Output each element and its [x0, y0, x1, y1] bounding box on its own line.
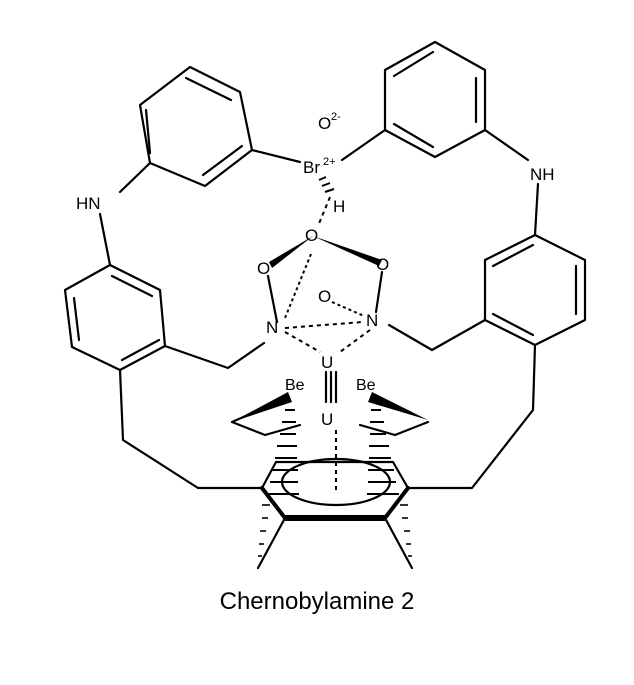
bond-nh-ring-right	[533, 182, 540, 237]
atom-o-left: O	[257, 259, 270, 278]
ring-top-right	[383, 40, 487, 159]
bond-br-left	[250, 148, 302, 164]
bond-n-o-left	[266, 274, 279, 324]
charge-bromine: 2+	[323, 156, 336, 168]
bond-hn-ring-tl	[118, 161, 152, 194]
atom-n-right: N	[366, 311, 378, 330]
atom-be-right: Be	[356, 377, 376, 394]
hashed-legs	[258, 504, 412, 557]
atom-o-right: O	[376, 255, 389, 274]
atom-u-top: U	[321, 353, 333, 372]
bond-ch2-n-right	[387, 318, 487, 352]
be-right-bridge	[358, 420, 430, 437]
charge-oxide: 2-	[331, 111, 341, 123]
bond-n-o-right	[374, 270, 384, 314]
cp-ring-top-edge	[260, 460, 410, 490]
ring-right	[483, 233, 587, 347]
atom-o-center: O	[318, 287, 331, 306]
bond-hn-ring-left	[98, 212, 112, 267]
atom-bromine: Br	[303, 158, 320, 177]
atom-hn-left: HN	[76, 194, 101, 213]
coordination-bonds	[284, 196, 371, 490]
cp-ring-methyls	[256, 516, 414, 570]
wedge-be-left	[232, 392, 292, 422]
bond-br-right	[340, 128, 387, 162]
atom-nh-right: NH	[530, 165, 555, 184]
wedge-otop-oleft	[269, 236, 313, 268]
hashed-be-right	[367, 409, 399, 495]
atom-u-bottom: U	[321, 410, 333, 429]
ring-top-left	[138, 65, 254, 188]
atom-o-top: O	[305, 226, 318, 245]
atom-oxide: O	[318, 114, 331, 133]
ring-left	[63, 263, 167, 372]
bond-ch2-n-left	[163, 341, 266, 370]
bond-nh-ring-tr	[483, 128, 530, 162]
diagram-caption: Chernobylamine 2	[219, 588, 415, 615]
hashed-be-left	[267, 409, 299, 495]
bonds	[63, 40, 587, 570]
atom-be-left: Be	[285, 377, 305, 394]
u-triple-bond	[324, 370, 338, 404]
chain-left	[118, 368, 264, 490]
wedge-otop-oright	[313, 236, 382, 266]
hash-br-h	[318, 176, 335, 193]
atom-hydrogen: H	[333, 197, 345, 216]
chain-right	[406, 343, 537, 490]
cp-ring-front-sides	[260, 486, 410, 520]
atom-n-left: N	[266, 318, 278, 337]
wedge-be-right	[368, 392, 428, 420]
